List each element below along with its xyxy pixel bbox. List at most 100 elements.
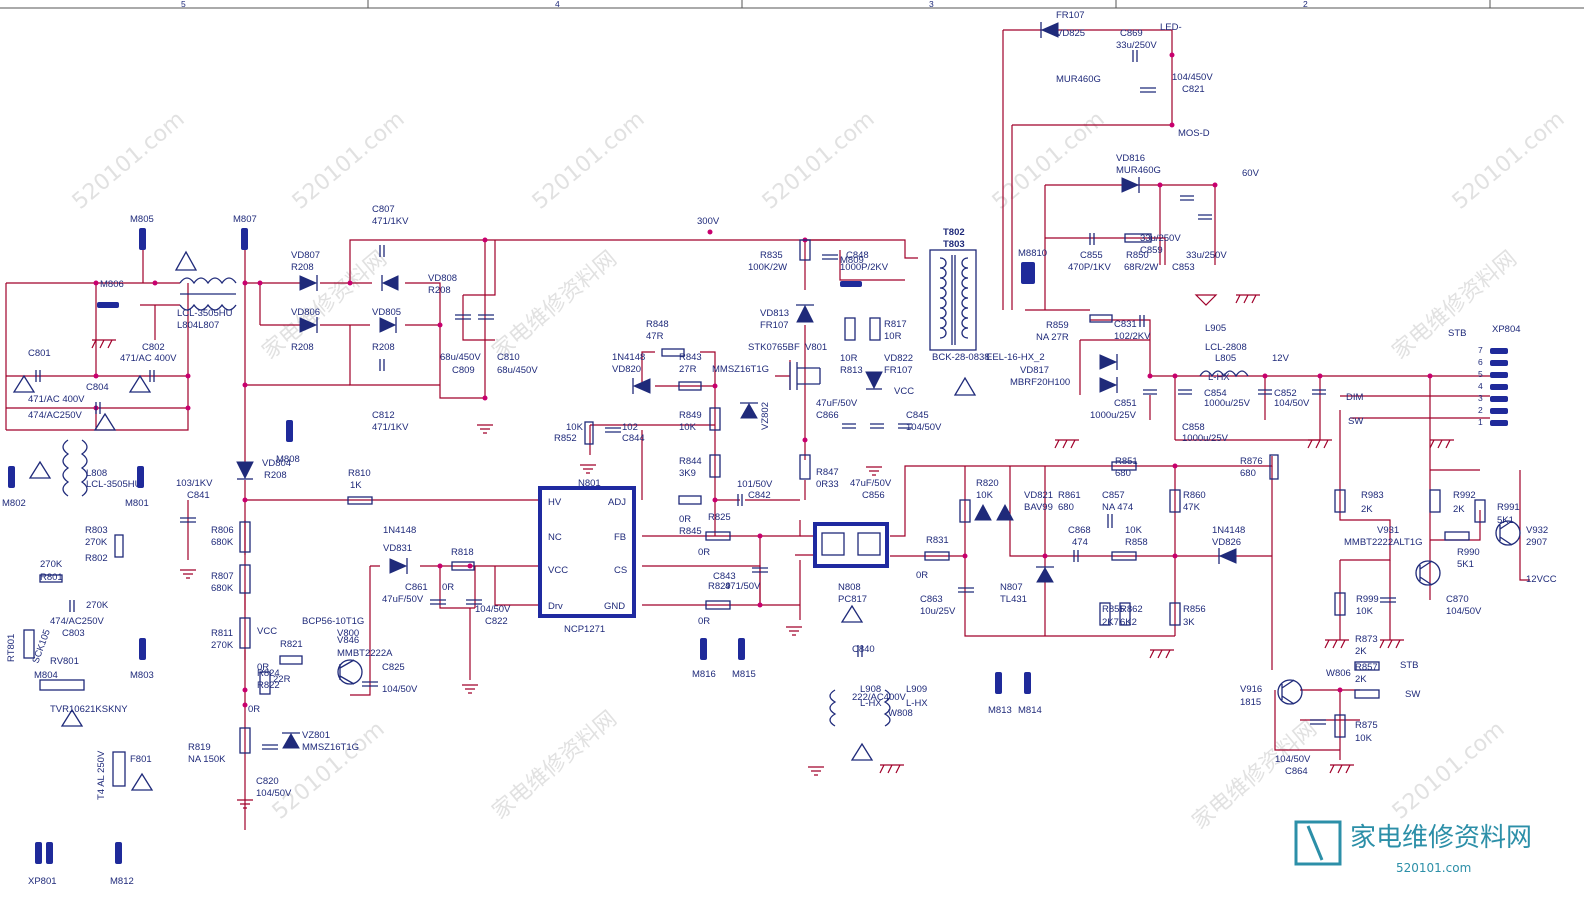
- label-stb-out: STB: [1400, 660, 1418, 671]
- label-c853: C853: [1172, 262, 1195, 273]
- label-r849-value: 10K: [679, 422, 697, 433]
- label-c853-value: 33u/250V: [1186, 250, 1227, 261]
- label-vd817-value: MBRF20H100: [1010, 377, 1070, 388]
- mosfet-v801: [789, 362, 821, 390]
- label-v800-value: BCP56-10T1G: [302, 616, 364, 627]
- label-c869: C869: [1120, 28, 1143, 39]
- ic-pin-label: NC: [548, 532, 562, 543]
- label-r999-value: 10K: [1356, 606, 1374, 617]
- zone-label: 2: [1303, 0, 1308, 9]
- label-r858-value: 10K: [1125, 525, 1143, 536]
- label-c863-value: 10u/25V: [920, 606, 956, 617]
- label-c852-value: 104/50V: [1274, 398, 1310, 409]
- watermark-text: 520101.com: [528, 107, 650, 215]
- label-v801-value: STK0765BF: [748, 342, 800, 353]
- logo-cn-text: 家电维修资料网: [1350, 823, 1532, 853]
- component-value: LCL-3505HU: [177, 308, 233, 319]
- label-m804: M804: [34, 670, 58, 681]
- label-fr107: FR107: [1056, 10, 1085, 21]
- ic-pin-label: ADJ: [608, 497, 626, 508]
- label-r856-value: 3K: [1183, 617, 1195, 628]
- label-f801: F801: [130, 754, 152, 765]
- label-c868: C868: [1068, 525, 1091, 536]
- label-r861-value: 680: [1058, 502, 1074, 513]
- label-r859: R859: [1046, 320, 1069, 331]
- label-m806: M806: [100, 279, 124, 290]
- label-c856-value: 47uF/50V: [850, 478, 892, 489]
- label-c848: C848: [846, 250, 869, 261]
- watermark-text: 家电维修资料网: [488, 706, 622, 824]
- label-r991: R991: [1497, 502, 1520, 513]
- label-n807-value: TL431: [1000, 594, 1027, 605]
- label-r822: R822: [257, 680, 280, 691]
- label-m813: M813: [988, 705, 1012, 716]
- warning-icons: [12, 250, 977, 791]
- label-r820-value-2: 0R: [698, 616, 710, 627]
- label-vd821: VD821: [1024, 490, 1053, 501]
- label-vcc-2: VCC: [894, 386, 914, 397]
- label-r873-value: 2K: [1355, 646, 1367, 657]
- zone-label: 5: [181, 0, 186, 9]
- label-vd808-value: R208: [428, 285, 451, 296]
- label-r820b: R820: [976, 478, 999, 489]
- xp804-pin: 7: [1478, 345, 1483, 355]
- label-n807: N807: [1000, 582, 1023, 593]
- label-f801-value: T4 AL 250V: [96, 750, 107, 800]
- watermark-text: 520101.com: [288, 107, 410, 215]
- label-m807: M807: [233, 214, 257, 225]
- label-60v: 60V: [1242, 168, 1260, 179]
- label-vd808: VD808: [428, 273, 457, 284]
- components: HV NC VCC Drv ADJ FB CS GND N801 NCP1271…: [8, 22, 1521, 864]
- label-c820-value: 104/50V: [256, 788, 292, 799]
- component-value: BCK-28-0838: [932, 352, 990, 363]
- label-mos-d: MOS-D: [1178, 128, 1210, 139]
- label-v846-value: MMBT2222A: [337, 648, 393, 659]
- label-r801-value: 270K: [40, 559, 63, 570]
- label-r858: R858: [1125, 537, 1148, 548]
- label-c854: C854: [1204, 388, 1227, 399]
- label-r852-value: 10K: [566, 422, 584, 433]
- label-vd813-value: FR107: [760, 320, 789, 331]
- label-r824: R824: [257, 668, 280, 679]
- label-r855-value: 2K7: [1102, 617, 1119, 628]
- label-c845: C845: [906, 410, 929, 421]
- label-r848-value: 47R: [646, 331, 664, 342]
- label-m814: M814: [1018, 705, 1042, 716]
- label-c831: C831: [1114, 319, 1137, 330]
- component-ref: T802: [943, 227, 965, 238]
- label-dim: DIM: [1346, 392, 1364, 403]
- label-v801: V801: [805, 342, 827, 353]
- label-r875: R875: [1355, 720, 1378, 731]
- label-m809: M809: [840, 255, 864, 266]
- label-r831-value: 0R: [916, 570, 928, 581]
- label-c857-value: NA 474: [1102, 502, 1133, 513]
- label-r819: R819: [188, 742, 211, 753]
- component-value: NCP1271: [564, 624, 605, 635]
- label-r817: R817: [884, 319, 907, 330]
- watermark-text: 520101.com: [1448, 107, 1570, 215]
- label-r862: R862: [1120, 604, 1143, 615]
- label-c869-value: 33u/250V: [1116, 40, 1157, 51]
- label-c841: C841: [187, 490, 210, 501]
- protection-parts: [23, 629, 126, 787]
- label-r857-value: 2K: [1355, 674, 1367, 685]
- label-r802: R802: [85, 553, 108, 564]
- label-c801-value: 471/AC 400V: [28, 394, 85, 405]
- label-stb: STB: [1448, 328, 1466, 339]
- junctions: [93, 52, 1433, 708]
- label-r860: R860: [1183, 490, 1206, 501]
- label-r983-value: 2K: [1361, 504, 1373, 515]
- label-xp801: XP801: [28, 876, 57, 887]
- label-m805: M805: [130, 214, 154, 225]
- label-r835-value: 100K/2W: [748, 262, 787, 273]
- label-c807: C807: [372, 204, 395, 215]
- watermark-text: 家电维修资料网: [1388, 246, 1522, 364]
- label-vd804-value: R208: [264, 470, 287, 481]
- label-r818: R818: [451, 547, 474, 558]
- label-c845-value: 104/50V: [906, 422, 942, 433]
- label-r857: R857: [1355, 662, 1378, 673]
- label-r802-value: 270K: [86, 600, 109, 611]
- label-l905: L905: [1205, 323, 1226, 334]
- label-c802: C802: [142, 342, 165, 353]
- label-v846: V846: [337, 635, 359, 646]
